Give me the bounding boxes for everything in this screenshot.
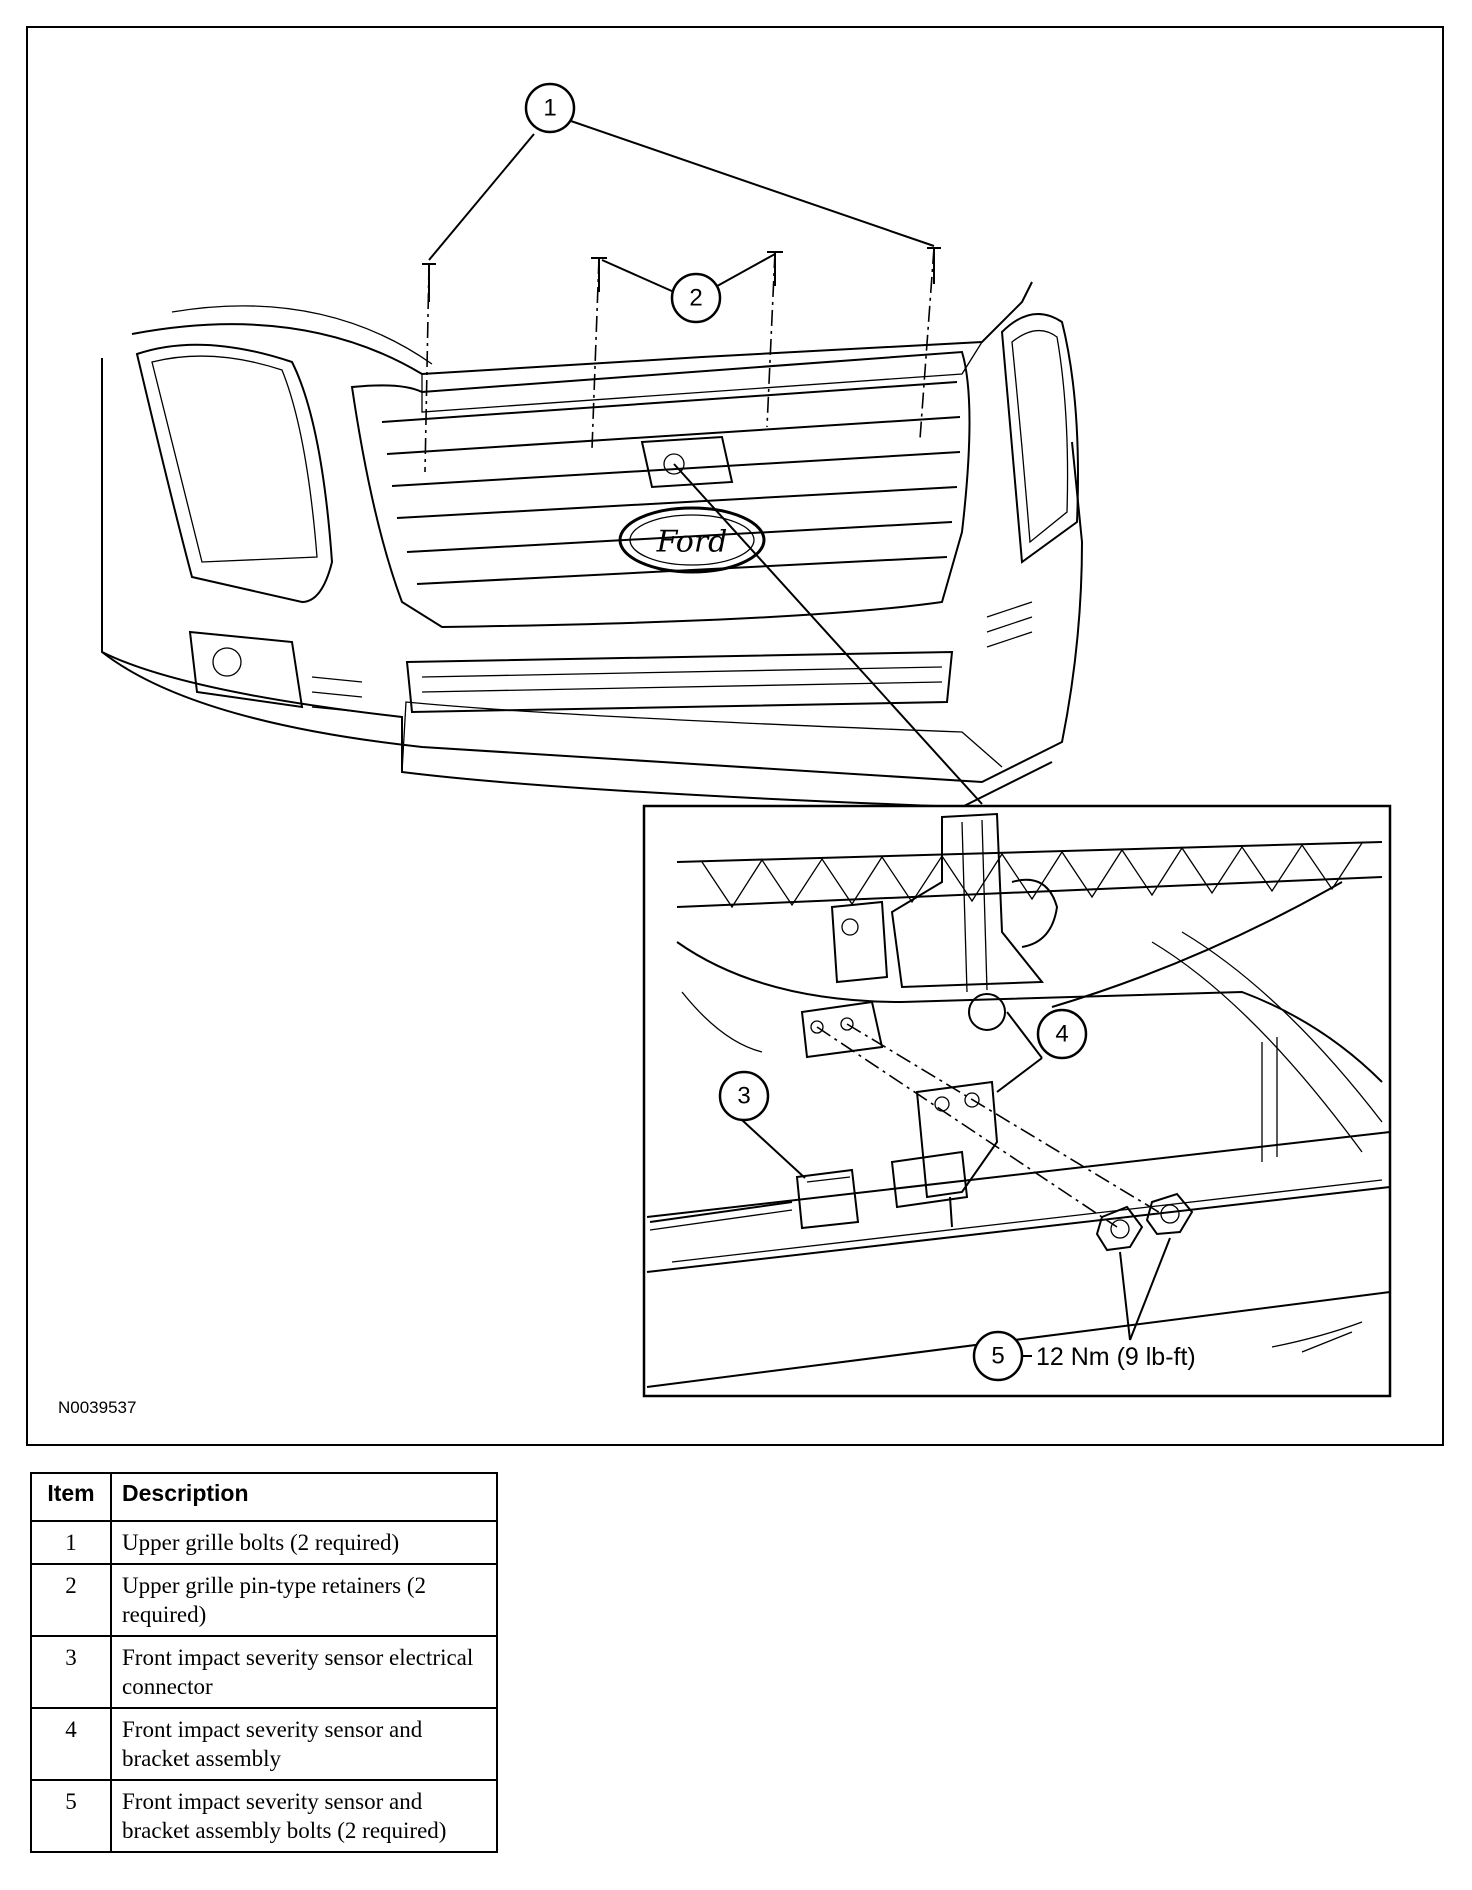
legend-item-description: Front impact severity sensor and bracket… [110, 1707, 498, 1781]
sensor-bolt-right [1145, 1192, 1194, 1236]
legend-header-row: Item Description [30, 1472, 498, 1522]
callout-2: 2 [670, 272, 722, 324]
legend-item-description: Upper grille bolts (2 required) [110, 1520, 498, 1565]
service-illustration: Ford 1 2 [101, 82, 1392, 1398]
figure-id: N0039537 [58, 1398, 137, 1417]
front-bumper-grille-drawing [101, 281, 1084, 809]
sensor-bolt-left [1095, 1205, 1144, 1252]
legend-item-description: Front impact severity sensor and bracket… [110, 1779, 498, 1853]
legend-item-description: Upper grille pin-type retainers (2 requi… [110, 1563, 498, 1637]
callout-1-label: 1 [543, 95, 556, 122]
legend-header-description: Description [110, 1472, 498, 1522]
legend-row: 1 Upper grille bolts (2 required) [30, 1520, 498, 1565]
callout-1: 1 [524, 82, 576, 134]
grille-fasteners [422, 247, 941, 473]
callout-2-label: 2 [689, 285, 702, 312]
legend-row: 3 Front impact severity sensor electrica… [30, 1635, 498, 1709]
figure-frame: Ford 1 2 [26, 26, 1444, 1446]
legend-item-number: 4 [30, 1707, 112, 1781]
legend-item-description: Front impact severity sensor electrical … [110, 1635, 498, 1709]
legend-item-number: 1 [30, 1520, 112, 1565]
callout-leaders [428, 119, 983, 805]
legend-row: 4 Front impact severity sensor and brack… [30, 1707, 498, 1781]
torque-spec: 12 Nm (9 lb-ft) [1036, 1343, 1196, 1371]
legend-item-number: 5 [30, 1779, 112, 1853]
ford-emblem: Ford [618, 506, 766, 574]
legend-item-number: 2 [30, 1563, 112, 1637]
legend-table: Item Description 1 Upper grille bolts (2… [30, 1472, 498, 1853]
callout-3: 3 [718, 1070, 770, 1122]
callout-5: 5 [972, 1330, 1024, 1382]
callout-3-label: 3 [737, 1083, 750, 1110]
emblem-text: Ford [656, 525, 728, 560]
legend-item-number: 3 [30, 1635, 112, 1709]
callout-4: 4 [1036, 1008, 1088, 1060]
legend-row: 5 Front impact severity sensor and brack… [30, 1779, 498, 1853]
legend-row: 2 Upper grille pin-type retainers (2 req… [30, 1563, 498, 1637]
callout-5-label: 5 [991, 1343, 1004, 1370]
legend-header-item: Item [30, 1472, 112, 1522]
callout-4-label: 4 [1055, 1021, 1068, 1048]
